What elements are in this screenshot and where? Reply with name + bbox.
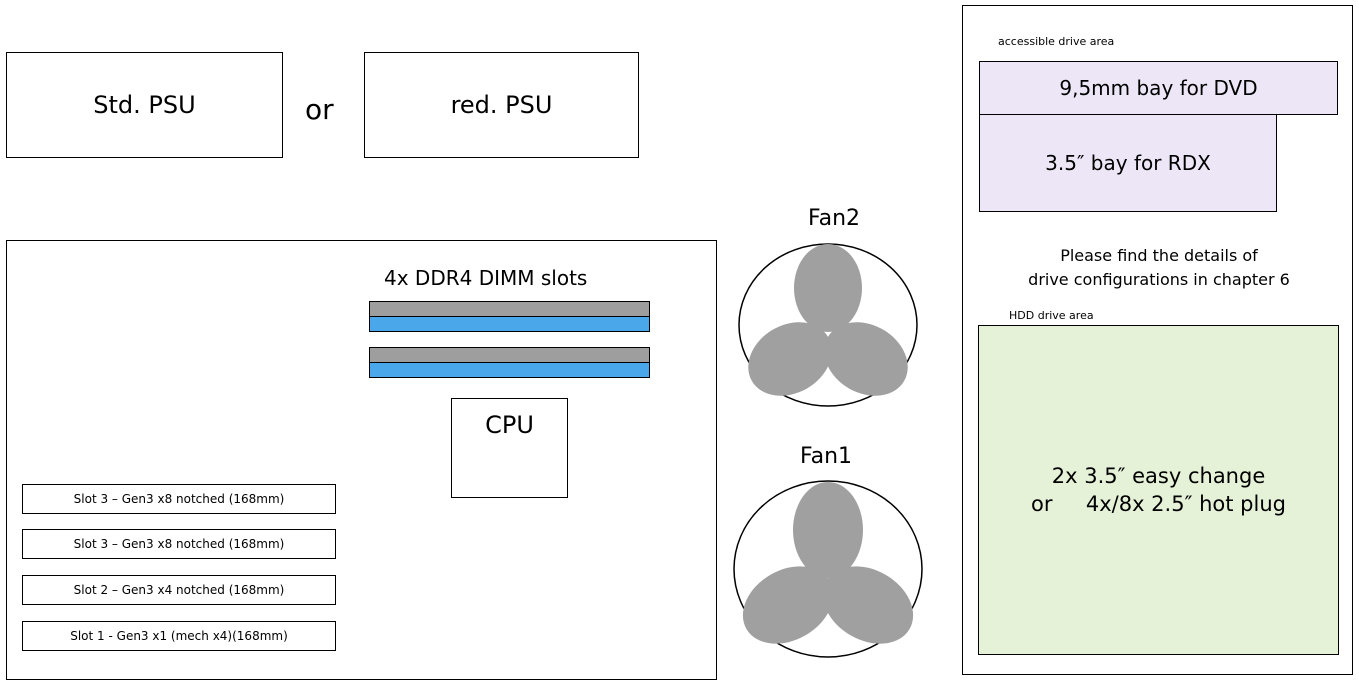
dimm-slot-4 — [369, 362, 650, 378]
red-psu-label: red. PSU — [450, 91, 553, 119]
rdx-bay: 3.5″ bay for RDX — [979, 114, 1277, 212]
dimm-slot-2 — [369, 316, 650, 332]
pcie-slot-3a-label: Slot 3 – Gen3 x8 notched (168mm) — [73, 492, 285, 506]
pcie-slot-1: Slot 1 - Gen3 x1 (mech x4)(168mm) — [22, 621, 336, 651]
dvd-bay: 9,5mm bay for DVD — [979, 61, 1338, 115]
std-psu-box: Std. PSU — [6, 52, 283, 158]
hdd-config-line2: or 4x/8x 2.5″ hot plug — [1031, 492, 1286, 516]
pcie-slot-2-label: Slot 2 – Gen3 x4 notched (168mm) — [73, 583, 285, 597]
cpu-label: CPU — [485, 411, 534, 439]
fan1-icon — [733, 480, 923, 658]
pcie-slot-2: Slot 2 – Gen3 x4 notched (168mm) — [22, 575, 336, 605]
hdd-config-line1: 2x 3.5″ easy change — [1051, 464, 1266, 488]
fan1-label: Fan1 — [800, 444, 853, 469]
pcie-slot-3b: Slot 3 – Gen3 x8 notched (168mm) — [22, 529, 336, 559]
accessible-drive-area-label: accessible drive area — [998, 35, 1115, 48]
fan2-icon — [738, 243, 918, 407]
hdd-drive-area: 2x 3.5″ easy change or 4x/8x 2.5″ hot pl… — [978, 325, 1339, 655]
dimm-slot-3 — [369, 347, 650, 363]
dvd-bay-label: 9,5mm bay for DVD — [1059, 76, 1258, 100]
drive-config-note: Please find the details of drive configu… — [978, 244, 1340, 292]
pcie-slot-3b-label: Slot 3 – Gen3 x8 notched (168mm) — [73, 537, 285, 551]
dimm-slot-1 — [369, 301, 650, 317]
psu-or-label: or — [305, 93, 334, 126]
pcie-slot-1-label: Slot 1 - Gen3 x1 (mech x4)(168mm) — [70, 629, 288, 643]
hdd-drive-area-label: HDD drive area — [1009, 309, 1094, 322]
red-psu-box: red. PSU — [364, 52, 639, 158]
std-psu-label: Std. PSU — [93, 91, 196, 119]
drive-config-note-line2: drive configurations in chapter 6 — [1028, 270, 1290, 289]
rdx-bay-label: 3.5″ bay for RDX — [1045, 151, 1211, 175]
dimm-slots-label: 4x DDR4 DIMM slots — [384, 266, 588, 290]
pcie-slot-3a: Slot 3 – Gen3 x8 notched (168mm) — [22, 484, 336, 514]
cpu-box: CPU — [451, 398, 568, 498]
drive-config-note-line1: Please find the details of — [1060, 246, 1258, 265]
fan2-label: Fan2 — [808, 206, 861, 231]
